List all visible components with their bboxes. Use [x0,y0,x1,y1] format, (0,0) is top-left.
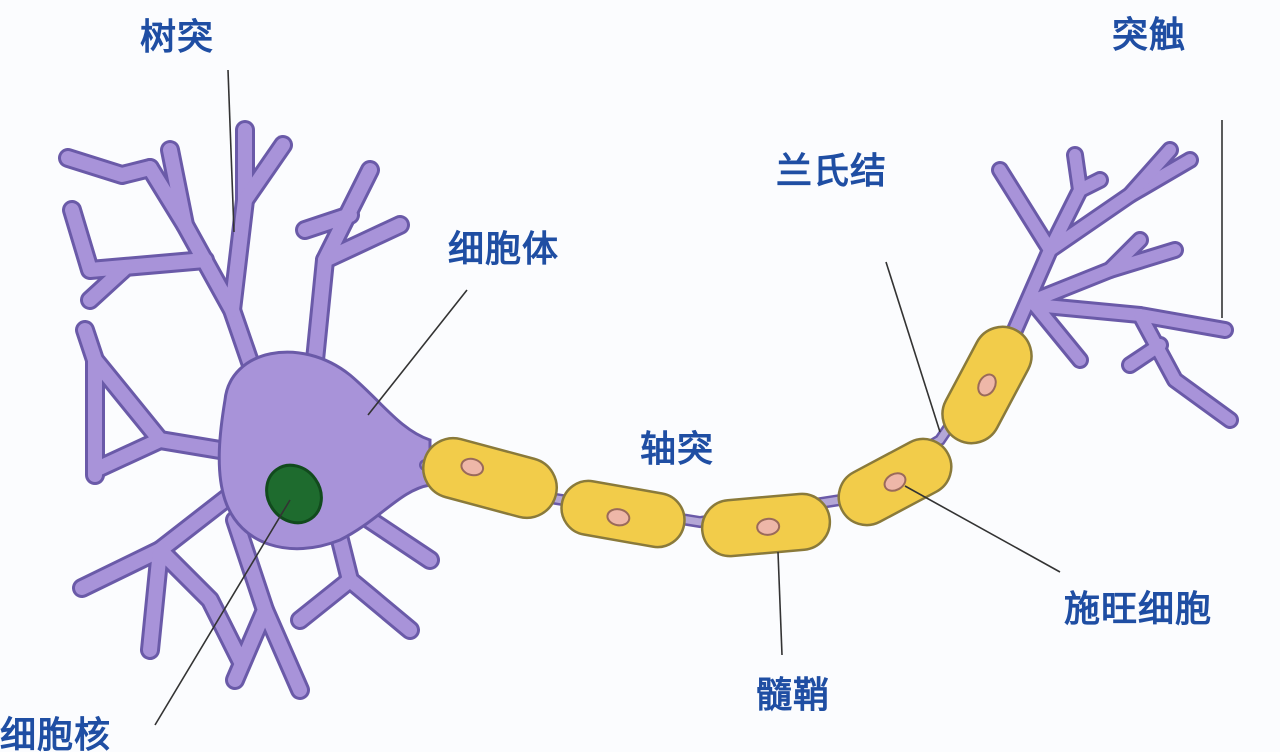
leader-soma [367,289,468,416]
label-axon-terminal: 突触 [1112,15,1187,56]
label-node-of-ranvier: 兰氏结 [776,151,888,192]
label-nucleus: 细胞核 [0,715,112,752]
label-schwann-cell: 施旺细胞 [1064,589,1213,630]
dendrites [58,120,440,700]
leader-lines [154,69,1223,726]
leader-node [885,261,941,433]
leader-nucleus [154,499,291,726]
schwann-nucleus [460,457,485,477]
myelin-sheath [422,325,1033,558]
nucleus [265,463,323,525]
myelin-segment-4 [837,437,953,527]
label-cell-body: 细胞体 [448,229,560,270]
myelin-segment-5 [941,325,1033,445]
label-axon: 轴突 [640,429,715,470]
cell-body [217,350,432,551]
leader-dendrite [227,69,235,233]
myelin-segment-2 [560,479,686,549]
label-dendrite: 树突 [140,17,215,58]
leader-schwann [904,485,1061,573]
schwann-nucleus [606,508,631,527]
label-myelin-sheath: 髓鞘 [756,675,831,716]
axon-terminal [991,141,1239,429]
schwann-nucleus [756,517,781,536]
schwann-nucleus [977,373,997,397]
leader-myelin [777,551,783,656]
schwann-nucleus [883,472,907,492]
myelin-segment-1 [422,436,558,520]
myelin-segment-3 [700,492,832,558]
